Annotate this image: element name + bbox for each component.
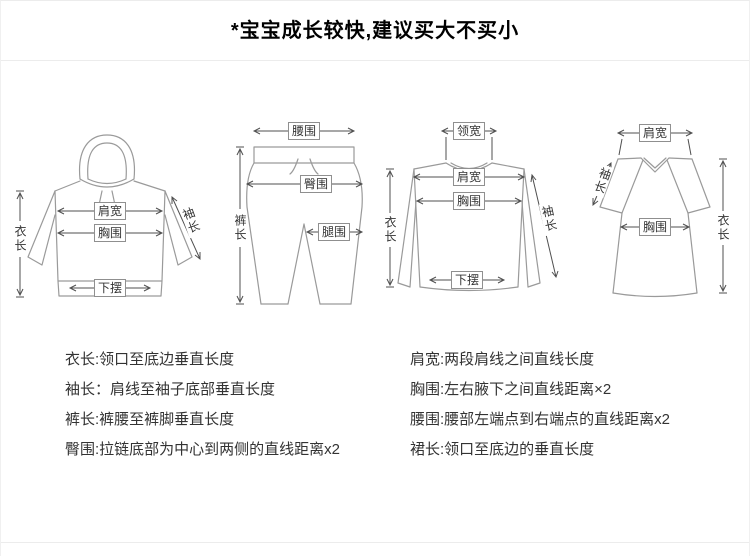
hoodie-chest-label: 胸围 <box>93 224 127 242</box>
bottom-divider <box>1 542 749 543</box>
pants-measure-arrows <box>236 127 364 305</box>
measurement-definitions: 衣长:领口至底边垂直长度 袖长：肩线至袖子底部垂直长度 裤长:裤腰至裤脚垂直长度… <box>1 319 749 465</box>
hoodie-figure: 衣长 肩宽 胸围 袖长 下摆 <box>13 117 228 317</box>
tee-shoulder-label: 肩宽 <box>638 124 672 142</box>
tee-chest-label: 胸围 <box>638 218 672 236</box>
definition-item: 腰围:腰部左端点到右端点的直线距离x2 <box>410 411 671 428</box>
pants-length-label: 裤长 <box>233 212 247 244</box>
tee-length-label: 衣长 <box>716 212 730 244</box>
hoodie-shoulder-label: 肩宽 <box>93 202 127 220</box>
page-title: *宝宝成长较快,建议买大不买小 <box>1 1 749 61</box>
pants-diagram <box>236 127 364 305</box>
definitions-left-column: 衣长:领口至底边垂直长度 袖长：肩线至袖子底部垂直长度 裤长:裤腰至裤脚垂直长度… <box>65 345 410 465</box>
longsleeve-shoulder-label: 肩宽 <box>452 168 486 186</box>
definition-item: 裙长:领口至底边的垂直长度 <box>410 441 595 458</box>
longsleeve-collar-label: 领宽 <box>452 122 486 140</box>
tee-figure: 肩宽 袖长 胸围 衣长 <box>575 117 740 317</box>
definitions-right-column: 肩宽:两段肩线之间直线长度 胸围:左右腋下之间直线距离×2 腰围:腰部左端点到右… <box>410 345 730 465</box>
pants-hip-label: 臀围 <box>299 175 333 193</box>
pants-thigh-label: 腿围 <box>317 223 351 241</box>
longsleeve-length-label: 衣长 <box>383 214 397 246</box>
definition-item: 肩宽:两段肩线之间直线长度 <box>410 351 595 368</box>
longsleeve-chest-label: 胸围 <box>452 192 486 210</box>
pants-waist-label: 腰围 <box>287 122 321 140</box>
definition-item: 袖长：肩线至袖子底部垂直长度 <box>65 381 276 398</box>
definition-item: 裤长:裤腰至裤脚垂直长度 <box>65 411 235 428</box>
hoodie-hem-label: 下摆 <box>93 279 127 297</box>
pants-outline <box>246 146 363 305</box>
definition-item: 臀围:拉链底部为中心到两侧的直线距离x2 <box>65 441 341 458</box>
diagrams-row: 衣长 肩宽 胸围 袖长 下摆 <box>1 61 749 319</box>
pants-figure: 腰围 臀围 裤长 腿围 <box>233 117 376 317</box>
tee-measure-arrows <box>592 129 727 294</box>
longsleeve-figure: 领宽 肩宽 胸围 衣长 下摆 袖长 <box>383 117 567 317</box>
tee-diagram <box>592 129 727 298</box>
definition-item: 胸围:左右腋下之间直线距离×2 <box>410 381 612 398</box>
definition-item: 衣长:领口至底边垂直长度 <box>65 351 235 368</box>
longsleeve-hem-label: 下摆 <box>450 271 484 289</box>
hoodie-length-label: 衣长 <box>13 223 27 255</box>
tee-outline <box>599 157 711 298</box>
